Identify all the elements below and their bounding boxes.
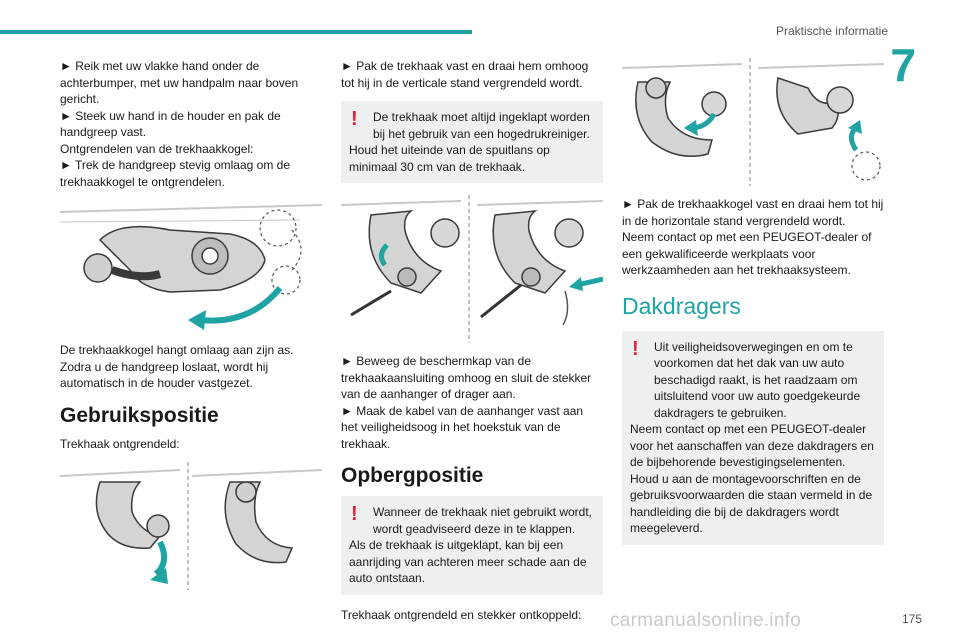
instruction-vertical: ► Pak de trekhaak vast en draai hem omho… bbox=[341, 59, 589, 90]
warning-icon: ! bbox=[632, 337, 639, 360]
text-line: ► Pak de trekhaakkogel vast en draai hem… bbox=[622, 197, 884, 228]
socket-connection-illustration bbox=[341, 195, 603, 343]
chapter-number: 7 bbox=[890, 39, 916, 91]
column-1: ► Reik met uw vlakke hand onder de achte… bbox=[60, 58, 322, 600]
warning-box-inklappen: ! Wanneer de trekhaak niet gebruikt word… bbox=[341, 496, 603, 595]
page-number: 175 bbox=[901, 612, 922, 626]
warning-box-dakdragers: ! Uit veiligheidsoverwegingen en om te v… bbox=[622, 330, 884, 545]
instruction-block-1: ► Reik met uw vlakke hand onder de achte… bbox=[60, 58, 322, 190]
text-line: Zodra u de handgreep loslaat, wordt hij … bbox=[60, 359, 269, 391]
text-line: Neem contact op met een PEUGEOT-dealer o… bbox=[622, 230, 872, 277]
towbar-usage-illustration bbox=[60, 462, 322, 590]
watermark: carmanualsonline.info bbox=[610, 610, 802, 631]
text-line: ► Reik met uw vlakke hand onder de achte… bbox=[60, 59, 299, 106]
warning-text: Wanneer de trekhaak niet gebruikt wordt,… bbox=[373, 505, 593, 536]
caption-trekhaak-ontgrendeld: Trekhaak ontgrendeld: bbox=[60, 436, 180, 451]
header-accent-bar bbox=[0, 30, 472, 34]
heading-gebruikspositie: Gebruikspositie bbox=[60, 403, 219, 427]
text-line: Ontgrendelen van de trekhaakkogel: bbox=[60, 141, 254, 156]
warning-text: De trekhaak moet altijd ingeklapt worden… bbox=[373, 110, 590, 141]
warning-text: Uit veiligheidsoverwegingen en om te voo… bbox=[654, 339, 861, 420]
column-3: ► Pak de trekhaakkogel vast en draai hem… bbox=[622, 58, 884, 557]
warning-box-hogedruk: ! De trekhaak moet altijd ingeklapt word… bbox=[341, 101, 603, 183]
column-2: ► Pak de trekhaak vast en draai hem omho… bbox=[341, 58, 603, 623]
warning-icon: ! bbox=[351, 503, 358, 525]
heading-opbergpositie: Opbergpositie bbox=[341, 464, 484, 487]
text-line: ► Steek uw hand in de houder en pak de h… bbox=[60, 108, 281, 140]
instruction-block-horizontal: ► Pak de trekhaakkogel vast en draai hem… bbox=[622, 196, 884, 279]
heading-dakdragers: Dakdragers bbox=[622, 292, 741, 319]
warning-text: Houd het uiteinde van de spuitlans op mi… bbox=[349, 143, 550, 174]
caption-stekker-ontkoppeld: Trekhaak ontgrendeld en stekker ontkoppe… bbox=[341, 607, 582, 622]
warning-text: Houd u aan de montagevoorschriften en de… bbox=[630, 471, 873, 536]
towbar-storage-illustration bbox=[622, 58, 884, 186]
text-line: ► Maak de kabel van de aanhanger vast aa… bbox=[341, 403, 584, 451]
towbar-release-illustration bbox=[60, 204, 322, 330]
section-title: Praktische informatie bbox=[775, 24, 888, 38]
warning-icon: ! bbox=[351, 108, 358, 130]
warning-text: Als de trekhaak is uitgeklapt, kan bij e… bbox=[349, 538, 587, 585]
text-line: ► Trek de handgreep stevig omlaag om de … bbox=[60, 158, 291, 189]
instruction-block-2: De trekhaakkogel hangt omlaag aan zijn a… bbox=[60, 342, 322, 392]
text-line: De trekhaakkogel hangt omlaag aan zijn a… bbox=[60, 343, 294, 357]
text-line: ► Beweeg de beschermkap van de trekhaaka… bbox=[341, 354, 592, 401]
instruction-block-socket: ► Beweeg de beschermkap van de trekhaaka… bbox=[341, 353, 603, 452]
warning-text: Neem contact op met een PEUGEOT-dealer v… bbox=[630, 422, 874, 469]
